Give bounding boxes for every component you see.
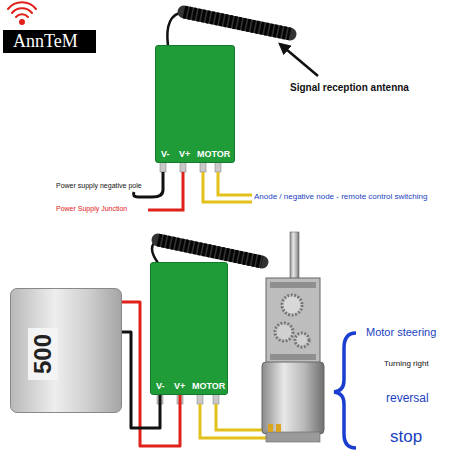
gear-motor xyxy=(262,232,324,442)
pin xyxy=(157,394,163,404)
pin-label: V+ xyxy=(174,382,185,391)
annotation-text: Signal reception antenna xyxy=(290,82,409,93)
yellow-wire xyxy=(203,172,252,202)
power-wire xyxy=(122,302,180,446)
yellow-wire xyxy=(218,172,252,195)
wifi-arc xyxy=(8,2,36,9)
motor-end-cap xyxy=(266,432,320,442)
gear xyxy=(275,323,293,341)
pin-label: V- xyxy=(161,150,170,159)
pin xyxy=(180,162,186,172)
annotation-text: Anode / negative node - remote control s… xyxy=(254,193,427,202)
leader-arrow xyxy=(280,44,318,76)
motor-shaft xyxy=(290,232,299,280)
motor-terminal xyxy=(276,424,281,432)
annotation-text: reversal xyxy=(386,392,429,405)
red-wire xyxy=(148,172,183,210)
power-wire xyxy=(122,332,160,428)
annotation-text: Power supply negative pole xyxy=(56,182,142,190)
logo-box: AnnTeM xyxy=(3,30,96,53)
receiver-board: V- V+ MOTOR xyxy=(155,45,235,163)
pin xyxy=(197,394,203,404)
annotation-text: Motor steering xyxy=(366,326,436,338)
gearbox-plate xyxy=(270,354,316,360)
antenna-coil xyxy=(184,12,290,34)
pin-label: MOTOR xyxy=(197,150,230,159)
gearbox-plate xyxy=(270,282,316,288)
yellow-wire xyxy=(216,404,268,430)
annotation-text: Turning right xyxy=(384,360,429,369)
motor-terminal xyxy=(268,424,273,432)
gearbox xyxy=(266,278,320,364)
pin xyxy=(213,394,219,404)
antenna-coil-turns xyxy=(158,240,262,262)
antenna-coil-turns xyxy=(184,12,290,34)
gear xyxy=(282,295,302,315)
wifi-symbol xyxy=(8,2,36,24)
receiver-board: V- V+ MOTOR xyxy=(150,262,228,395)
annotation-text: stop xyxy=(390,428,422,447)
pin-label: V- xyxy=(156,382,165,391)
gear xyxy=(295,333,309,347)
wifi-arc xyxy=(12,8,32,13)
annotation-text: Power Supply Junction xyxy=(56,205,127,213)
antenna-coil xyxy=(158,240,262,262)
pin xyxy=(215,162,221,172)
pin xyxy=(200,162,206,172)
capacity-marking: 500 xyxy=(28,328,58,380)
pin-label: V+ xyxy=(179,150,190,159)
lipo-battery: 500 xyxy=(10,288,122,413)
pin xyxy=(160,162,166,172)
pin-label: MOTOR xyxy=(192,382,225,391)
header-pins xyxy=(157,394,219,404)
brand-logo: AnnTeM xyxy=(13,32,78,50)
curly-bracket xyxy=(334,333,356,448)
wifi-dot xyxy=(20,20,24,24)
motor-can xyxy=(262,362,324,434)
wifi-arc xyxy=(16,14,28,17)
pin xyxy=(177,394,183,404)
header-pins xyxy=(160,162,221,172)
